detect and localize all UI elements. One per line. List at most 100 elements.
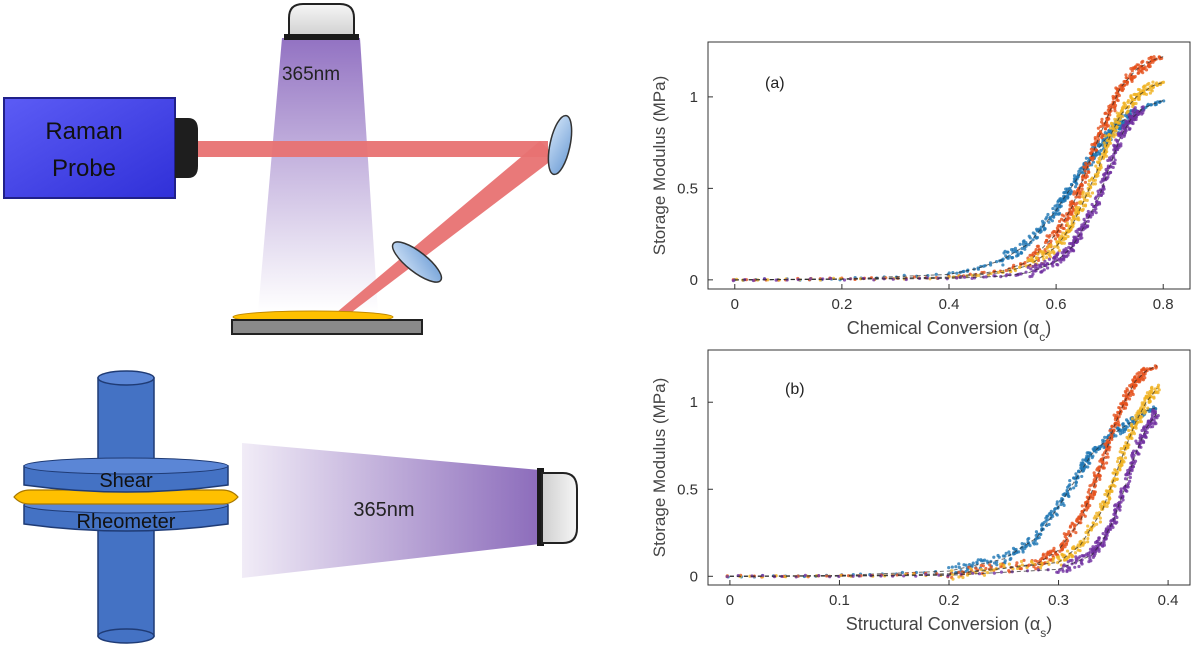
data-point	[825, 574, 829, 578]
data-point	[1080, 236, 1084, 240]
data-point	[1107, 440, 1111, 444]
x-tick-label: 0.3	[1048, 592, 1069, 609]
data-point	[1077, 469, 1081, 473]
data-point	[1105, 117, 1110, 121]
data-point	[995, 560, 999, 564]
data-point	[1092, 521, 1096, 526]
data-point	[1043, 259, 1047, 263]
data-point	[1031, 264, 1035, 269]
data-point	[809, 277, 813, 281]
data-point	[1134, 439, 1138, 443]
data-point	[1137, 71, 1141, 75]
y-axis-label: Storage Modulus (MPa)	[650, 378, 669, 558]
data-point	[1032, 542, 1037, 546]
data-point	[1059, 260, 1063, 264]
data-point	[1124, 401, 1128, 405]
data-point	[1108, 126, 1113, 130]
data-point	[1081, 461, 1085, 465]
data-point	[1049, 243, 1053, 247]
y-tick-label: 0	[690, 272, 698, 289]
data-point	[1128, 393, 1133, 398]
data-point	[1148, 91, 1153, 95]
data-point	[1124, 424, 1128, 428]
data-point	[1106, 175, 1110, 179]
data-point	[983, 558, 987, 562]
data-point	[1088, 503, 1092, 508]
data-point	[1035, 542, 1039, 546]
data-point	[1042, 226, 1047, 231]
data-point	[979, 567, 983, 572]
data-point	[1122, 460, 1126, 464]
data-point	[1113, 145, 1117, 149]
data-point	[1138, 410, 1142, 414]
data-point	[1141, 367, 1145, 371]
data-point	[1087, 170, 1091, 174]
data-point	[1027, 563, 1031, 567]
rheometer-upper-shaft-cap	[97, 370, 155, 386]
uv-top-label: 365nm	[282, 64, 340, 85]
data-point	[1131, 459, 1135, 463]
data-point	[1086, 540, 1090, 544]
data-point	[954, 565, 958, 569]
data-point	[1014, 547, 1018, 552]
data-point	[1097, 192, 1101, 196]
data-point	[1047, 257, 1052, 261]
data-point	[1054, 552, 1058, 556]
data-point	[1029, 267, 1033, 271]
data-point	[947, 566, 951, 570]
data-point	[1031, 238, 1035, 242]
data-point	[1116, 114, 1120, 118]
data-point	[1066, 253, 1070, 257]
data-point	[1110, 424, 1114, 428]
data-point	[1133, 74, 1137, 79]
data-point	[1152, 418, 1156, 422]
data-point	[1079, 512, 1083, 517]
data-point	[1085, 174, 1089, 179]
data-point	[1126, 482, 1130, 486]
data-point	[1019, 250, 1023, 254]
data-point	[1004, 268, 1008, 273]
data-point	[1047, 220, 1051, 224]
data-point	[1045, 255, 1049, 260]
data-point	[1111, 525, 1115, 530]
data-point	[1067, 530, 1071, 534]
data-point	[1029, 560, 1034, 564]
data-point	[1119, 457, 1123, 461]
data-point	[937, 573, 941, 577]
data-point	[817, 573, 821, 578]
data-point	[1106, 501, 1111, 505]
data-point	[1098, 445, 1103, 449]
data-point	[1041, 251, 1046, 255]
data-point	[1143, 84, 1147, 88]
data-point	[1121, 393, 1126, 398]
data-point	[950, 569, 954, 573]
data-point	[1100, 136, 1104, 140]
data-point	[1132, 92, 1136, 97]
data-point	[1131, 104, 1135, 109]
data-point	[1142, 373, 1146, 377]
data-point	[1060, 213, 1064, 217]
data-point	[1051, 206, 1055, 211]
data-point	[1120, 126, 1125, 130]
data-point	[1021, 242, 1026, 246]
data-point	[1069, 524, 1073, 528]
data-point	[1051, 260, 1055, 264]
data-point	[1115, 477, 1119, 481]
data-point	[1086, 451, 1091, 455]
data-point	[1107, 495, 1111, 499]
data-point	[1137, 68, 1141, 72]
data-point	[1143, 410, 1148, 414]
data-point	[1058, 219, 1062, 223]
rheometer-label-line1: Shear	[99, 470, 153, 492]
data-point	[1118, 468, 1122, 472]
data-point	[1095, 522, 1099, 526]
data-point	[1080, 187, 1084, 191]
data-point	[1086, 506, 1090, 510]
data-point	[1107, 110, 1111, 115]
data-point	[957, 562, 961, 566]
data-point	[1067, 566, 1072, 570]
data-point	[1007, 550, 1011, 554]
data-point	[1128, 475, 1132, 480]
data-point	[955, 271, 959, 275]
